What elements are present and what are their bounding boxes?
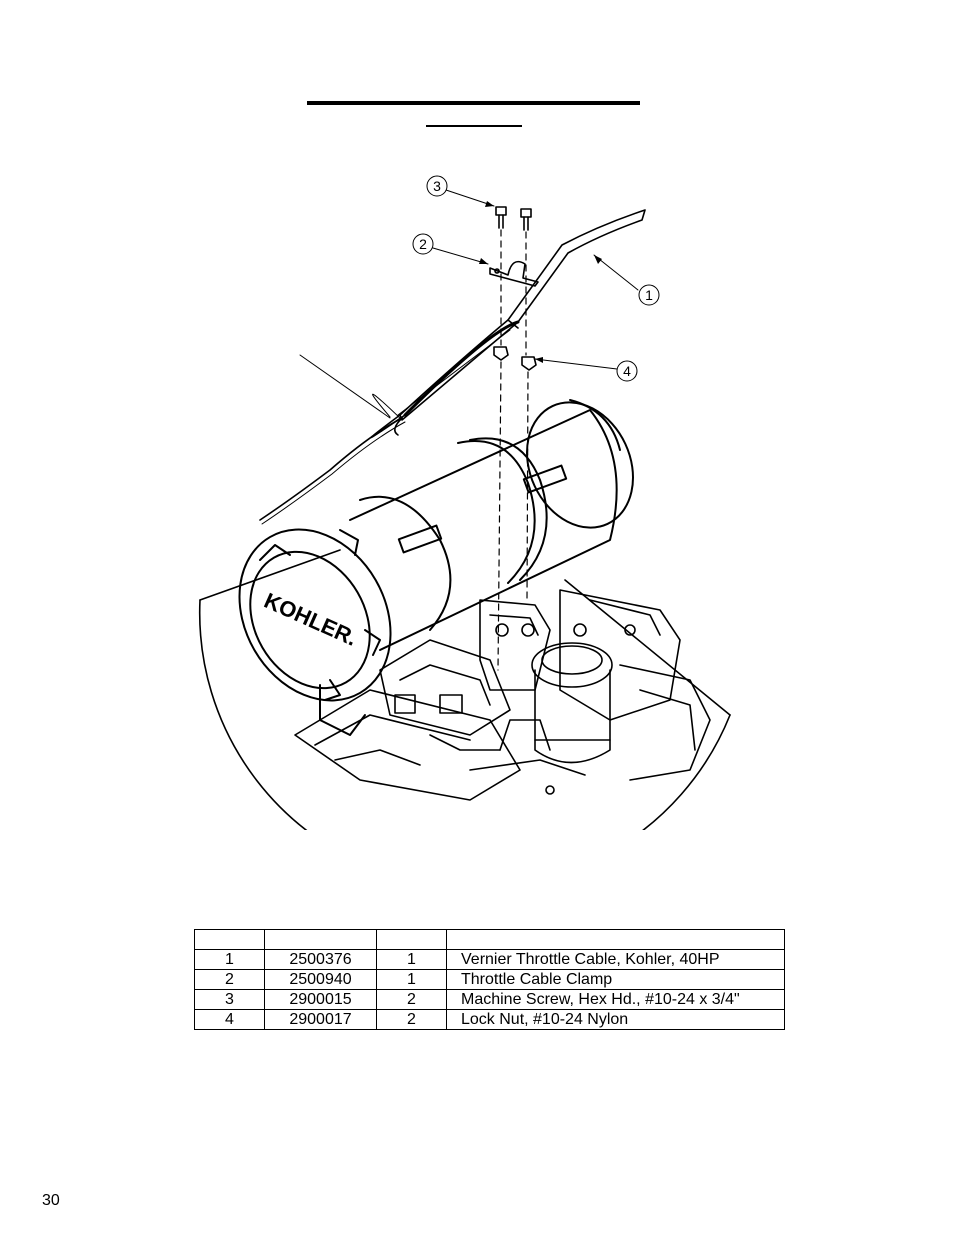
- description-cell: Throttle Cable Clamp: [446, 969, 785, 990]
- table-row: 3 2900015 2 Machine Screw, Hex Hd., #10-…: [194, 989, 785, 1010]
- engine-base: [294, 589, 711, 801]
- item-cell: 2: [194, 969, 265, 990]
- table-row: 4 2900017 2 Lock Nut, #10-24 Nylon: [194, 1009, 785, 1030]
- item-cell: 1: [194, 949, 265, 970]
- item-cell: 4: [194, 1009, 265, 1030]
- mounting-bracket: [479, 599, 551, 691]
- table-row: 1 2500376 1 Vernier Throttle Cable, Kohl…: [194, 949, 785, 970]
- air-cleaner: [238, 399, 634, 736]
- callout-4: 4: [623, 363, 631, 379]
- header-part-no: [264, 929, 377, 950]
- table-header-row: [194, 929, 785, 950]
- throttle-cable: [259, 209, 646, 525]
- subtitle-rule: [426, 125, 522, 127]
- part-number-cell: 2900015: [264, 989, 377, 1010]
- alignment-lines: [497, 229, 529, 671]
- quantity-cell: 2: [376, 989, 447, 1010]
- cable-clamp: [489, 260, 539, 287]
- header-qty: [376, 929, 447, 950]
- part-number-cell: 2900017: [264, 1009, 377, 1030]
- page-number: 30: [42, 1192, 60, 1209]
- machine-screws: [495, 206, 532, 231]
- callout-circles: [412, 175, 660, 382]
- title-rule: [307, 101, 640, 105]
- exploded-parts-diagram: KOHLER.: [198, 175, 731, 830]
- callout-2: 2: [419, 236, 427, 252]
- kohler-logo: KOHLER.: [260, 588, 361, 651]
- callout-1: 1: [645, 287, 653, 303]
- item-cell: 3: [194, 989, 265, 1010]
- hood-edge-left: [199, 549, 341, 601]
- description-cell: Vernier Throttle Cable, Kohler, 40HP: [446, 949, 785, 970]
- header-item: [194, 929, 265, 950]
- quantity-cell: 1: [376, 969, 447, 990]
- view-boundary: [198, 599, 731, 830]
- part-number-cell: 2500940: [264, 969, 377, 990]
- leader-lines: [432, 189, 639, 370]
- lock-nuts: [493, 346, 537, 371]
- table-row: 2 2500940 1 Throttle Cable Clamp: [194, 969, 785, 990]
- quantity-cell: 2: [376, 1009, 447, 1030]
- part-number-cell: 2500376: [264, 949, 377, 970]
- description-cell: Lock Nut, #10-24 Nylon: [446, 1009, 785, 1030]
- oil-filter: [531, 642, 613, 764]
- leader-arrowheads: [479, 201, 602, 363]
- quantity-cell: 1: [376, 949, 447, 970]
- callout-3: 3: [433, 178, 441, 194]
- description-cell: Machine Screw, Hex Hd., #10-24 x 3/4": [446, 989, 785, 1010]
- header-description: [446, 929, 785, 950]
- parts-table: 1 2500376 1 Vernier Throttle Cable, Kohl…: [194, 929, 785, 1030]
- hood-edge-right: [564, 579, 731, 716]
